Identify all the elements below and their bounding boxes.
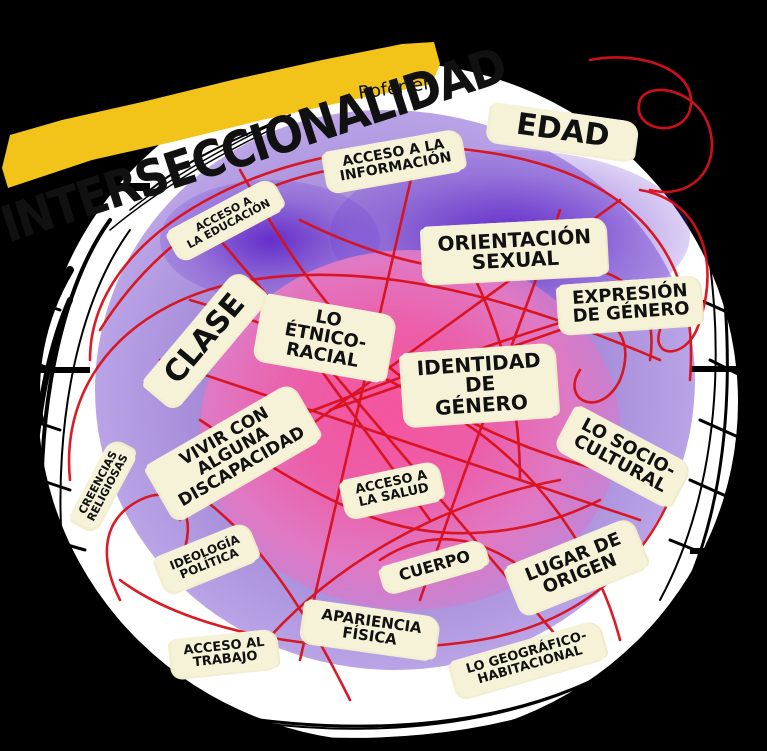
tag-identidad-genero: IDENTIDAD DE GÉNERO: [401, 342, 559, 427]
tag-expresion-genero: EXPRESIÓN DE GÉNERO: [558, 275, 703, 334]
horizontal-cut-bars: [0, 182, 767, 554]
title-banner: [2, 42, 440, 188]
tag-orientacion-sexual: ORIENTACIÓN SEXUAL: [422, 217, 608, 284]
black-scribble-border: [11, 46, 758, 751]
